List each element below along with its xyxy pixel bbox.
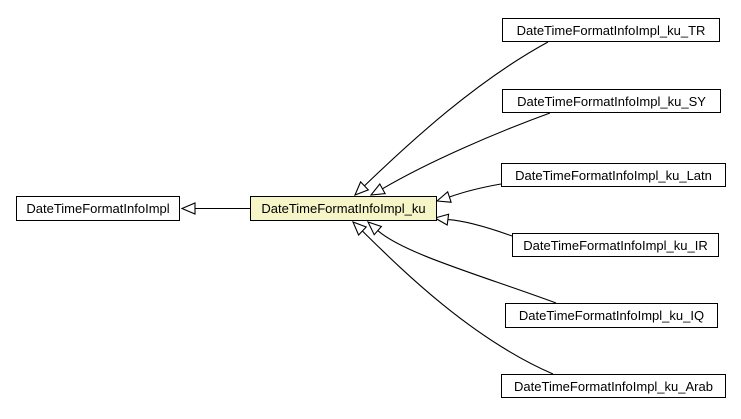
arrowhead-ku-from-Arab [351,221,368,236]
class-box-subclass-IQ[interactable]: DateTimeFormatInfoImpl_ku_IQ [505,303,718,328]
edge-kuSY-to-ku [382,112,551,190]
class-label-superclass: DateTimeFormatInfoImpl [26,201,170,216]
class-box-subclass-IR[interactable]: DateTimeFormatInfoImpl_ku_IR [512,233,719,257]
edge-kuLatn-to-ku [449,183,502,198]
edge-kuIQ-to-ku [377,230,557,304]
edge-kuArab-to-ku [362,230,554,375]
class-box-selected: DateTimeFormatInfoImpl_ku [250,196,437,221]
class-box-subclass-Latn[interactable]: DateTimeFormatInfoImpl_ku_Latn [501,163,726,187]
class-box-subclass-SY[interactable]: DateTimeFormatInfoImpl_ku_SY [502,89,721,113]
arrowhead-ku-from-IR [433,213,450,226]
arrowhead-superclass [180,202,196,215]
arrowhead-ku-from-TR [353,180,370,196]
class-box-subclass-Arab[interactable]: DateTimeFormatInfoImpl_ku_Arab [501,374,726,398]
edge-kuIR-to-ku [447,219,513,237]
class-box-subclass-TR[interactable]: DateTimeFormatInfoImpl_ku_TR [502,18,720,42]
class-label-selected: DateTimeFormatInfoImpl_ku [261,201,426,216]
class-box-superclass[interactable]: DateTimeFormatInfoImpl [16,196,180,221]
class-label-subclass-Arab: DateTimeFormatInfoImpl_ku_Arab [514,378,713,394]
class-label-subclass-TR: DateTimeFormatInfoImpl_ku_TR [516,22,706,38]
class-label-subclass-SY: DateTimeFormatInfoImpl_ku_SY [517,93,706,109]
class-label-subclass-IQ: DateTimeFormatInfoImpl_ku_IQ [518,308,705,323]
class-label-subclass-Latn: DateTimeFormatInfoImpl_ku_Latn [515,167,712,183]
class-label-subclass-IR: DateTimeFormatInfoImpl_ku_IR [523,237,708,253]
arrowhead-ku-from-IQ [366,221,383,236]
edge-kuTR-to-ku [364,41,549,187]
arrowhead-ku-from-Latn [435,190,452,203]
arrowhead-ku-from-SY [369,183,386,196]
